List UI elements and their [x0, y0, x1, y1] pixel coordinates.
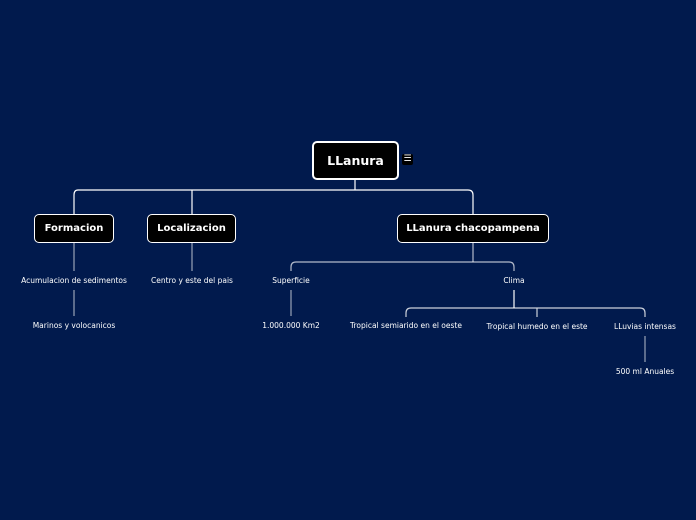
connector-root-bar: [78, 189, 474, 214]
subtopic-clima[interactable]: Clima: [503, 276, 525, 285]
subtopic-superficie[interactable]: Superficie: [272, 276, 310, 285]
subtopic-marinos-volcanicos[interactable]: Marinos y volocanicos: [32, 321, 116, 330]
subtopic-centro-este[interactable]: Centro y este del pais: [151, 276, 233, 285]
connector-chaco-bar: [290, 261, 515, 271]
subtopic-lluvias-intensas[interactable]: LLuvias intensas: [614, 322, 676, 331]
topic-localizacion[interactable]: Localizacion: [147, 214, 236, 243]
topic-llanura-chacopampena-label: LLanura chacopampena: [406, 223, 540, 234]
subtopic-tropical-humedo[interactable]: Tropical humedo en el este: [486, 322, 588, 331]
subtopic-superficie-value[interactable]: 1.000.000 Km2: [262, 321, 320, 330]
topic-localizacion-label: Localizacion: [157, 223, 226, 234]
topic-formacion[interactable]: Formacion: [34, 214, 114, 243]
connector-clima-bar: [405, 307, 646, 317]
root-node[interactable]: LLanura: [312, 141, 399, 180]
connector-to-formacion: [73, 189, 79, 214]
subtopic-tropical-semiarido[interactable]: Tropical semiarido en el oeste: [350, 321, 462, 330]
topic-formacion-label: Formacion: [44, 223, 104, 234]
subtopic-acumulacion-sedimentos[interactable]: Acumulacion de sedimentos: [21, 276, 127, 285]
topic-llanura-chacopampena[interactable]: LLanura chacopampena: [397, 214, 549, 243]
subtopic-lluvias-value[interactable]: 500 ml Anuales: [615, 367, 675, 376]
hamburger-menu-icon[interactable]: ☰: [402, 154, 413, 165]
root-node-label: LLanura: [327, 153, 384, 168]
